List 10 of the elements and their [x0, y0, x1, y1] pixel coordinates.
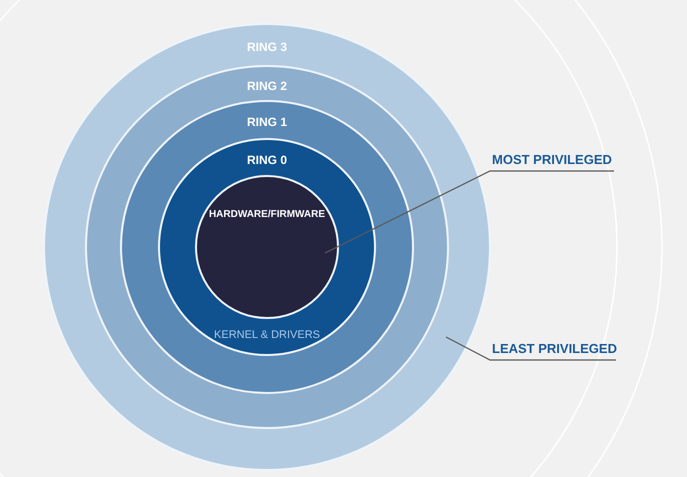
ring-label: RING 3 [246, 39, 288, 56]
ring-label: RING 1 [246, 114, 288, 131]
leader-line [446, 336, 616, 361]
ring-label: RING 2 [246, 78, 288, 94]
ring-label: RING 0 [246, 152, 288, 168]
callout-label: MOST PRIVILEGED [492, 150, 614, 170]
leader-line [324, 170, 614, 254]
core-label: HARDWARE/FIRMWARE [208, 208, 326, 222]
callout-label: LEAST PRIVILEGED [492, 339, 616, 359]
ring-sublabel: KERNEL & DRIVERS [213, 328, 321, 343]
